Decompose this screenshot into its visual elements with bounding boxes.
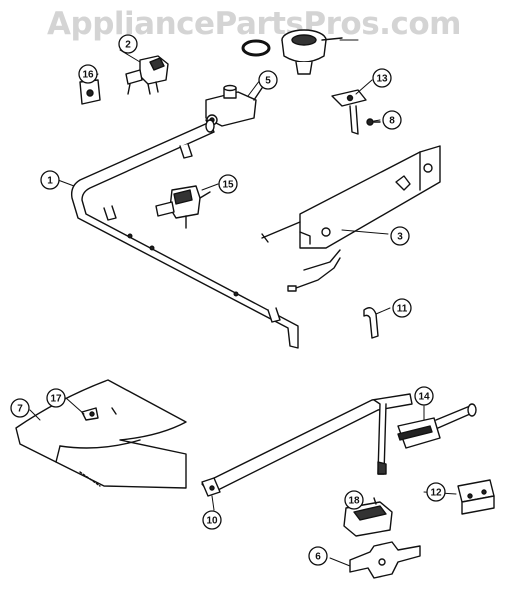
part-block-12 bbox=[457, 479, 495, 515]
callout-13: 13 bbox=[372, 68, 392, 88]
callout-18: 18 bbox=[344, 490, 364, 510]
callout-8: 8 bbox=[382, 110, 402, 130]
callout-16: 16 bbox=[78, 64, 98, 84]
part-screw-8 bbox=[366, 118, 381, 126]
callout-12: 12 bbox=[426, 482, 446, 502]
callout-14: 14 bbox=[414, 386, 434, 406]
part-tube-11 bbox=[363, 307, 379, 339]
callout-10: 10 bbox=[202, 510, 222, 530]
callout-circle bbox=[308, 546, 328, 566]
part-igniter-14 bbox=[397, 403, 477, 449]
callout-6: 6 bbox=[308, 546, 328, 566]
callout-number: 1 bbox=[47, 176, 53, 187]
callout-number: 14 bbox=[418, 392, 430, 403]
callout-1: 1 bbox=[40, 170, 60, 190]
callout-15: 15 bbox=[218, 174, 238, 194]
callout-circle bbox=[392, 298, 412, 318]
callout-circle bbox=[10, 398, 30, 418]
callout-number: 2 bbox=[125, 40, 131, 51]
callout-number: 18 bbox=[348, 496, 360, 507]
callout-circle bbox=[372, 68, 392, 88]
part-igniter-bracket-13 bbox=[331, 89, 367, 135]
callout-number: 6 bbox=[315, 552, 321, 563]
callout-17: 17 bbox=[46, 388, 66, 408]
callout-number: 17 bbox=[50, 394, 62, 405]
callout-number: 8 bbox=[389, 116, 395, 127]
callout-circle bbox=[118, 34, 138, 54]
callout-number: 15 bbox=[222, 180, 234, 191]
callout-circle bbox=[344, 490, 364, 510]
part-valve-2 bbox=[125, 55, 169, 95]
callout-circle bbox=[202, 510, 222, 530]
callout-11: 11 bbox=[392, 298, 412, 318]
callout-number: 10 bbox=[206, 516, 218, 527]
part-o-ring bbox=[241, 39, 271, 57]
callout-number: 12 bbox=[430, 488, 442, 499]
watermark-text: AppliancePartsPros.com bbox=[47, 6, 461, 42]
callout-2: 2 bbox=[118, 34, 138, 54]
callout-number: 13 bbox=[376, 74, 388, 85]
callout-circle bbox=[426, 482, 446, 502]
callout-circle bbox=[218, 174, 238, 194]
callout-circle bbox=[382, 110, 402, 130]
callout-number: 16 bbox=[82, 70, 94, 81]
callout-number: 3 bbox=[397, 232, 403, 243]
callout-circle bbox=[40, 170, 60, 190]
part-clip-17 bbox=[81, 407, 99, 421]
part-switch-18 bbox=[343, 497, 393, 537]
part-support-rod-10 bbox=[201, 393, 413, 497]
callout-circle bbox=[46, 388, 66, 408]
callout-number: 5 bbox=[265, 76, 271, 87]
callout-circle bbox=[390, 226, 410, 246]
part-valve-15 bbox=[155, 185, 211, 229]
part-burner-bracket-3 bbox=[261, 145, 441, 292]
callout-circle bbox=[414, 386, 434, 406]
callout-circle bbox=[78, 64, 98, 84]
part-burner-head bbox=[281, 29, 343, 75]
callout-3: 3 bbox=[390, 226, 410, 246]
callout-7: 7 bbox=[10, 398, 30, 418]
part-bracket-6 bbox=[349, 541, 421, 579]
callout-circle bbox=[258, 70, 278, 90]
part-manifold-1 bbox=[70, 119, 299, 349]
callout-number: 11 bbox=[397, 304, 408, 315]
callout-number: 7 bbox=[17, 404, 23, 415]
callout-5: 5 bbox=[258, 70, 278, 90]
